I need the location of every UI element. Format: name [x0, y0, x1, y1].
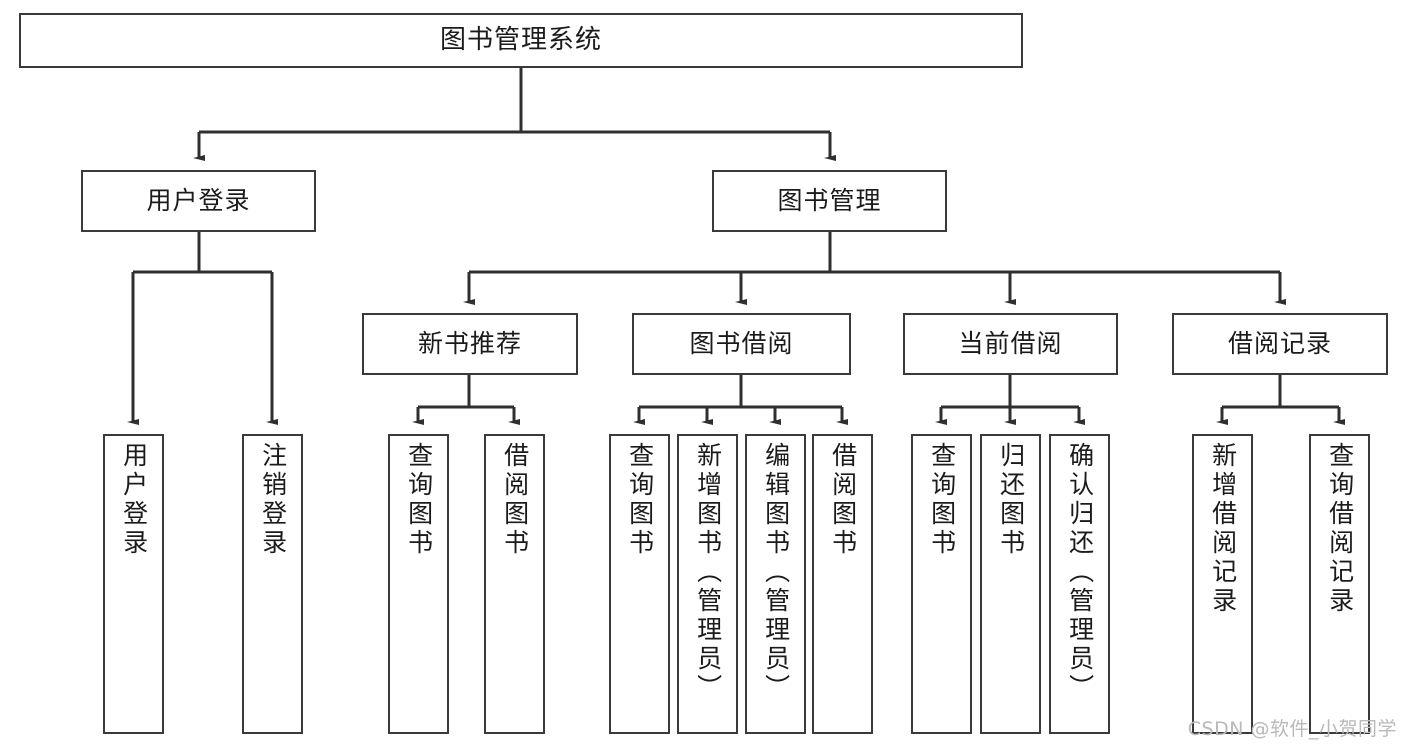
node-book-management[interactable]: 图书管理: [712, 170, 947, 232]
node-leaf-user-login-label: 用户登录: [119, 442, 149, 558]
node-leaf-return-book-label: 归还图书: [996, 442, 1026, 558]
node-leaf-borrow-book-1-label: 借阅图书: [500, 442, 530, 558]
node-leaf-query-book-1-label: 查询图书: [404, 442, 434, 558]
node-book-management-label: 图书管理: [777, 186, 882, 216]
node-leaf-add-book[interactable]: 新增图书（管理员）: [677, 434, 738, 734]
node-leaf-borrow-book-2[interactable]: 借阅图书: [812, 434, 873, 734]
node-leaf-confirm-return[interactable]: 确认归还（管理员）: [1049, 434, 1110, 734]
node-leaf-user-logout[interactable]: 注销登录: [242, 434, 303, 734]
node-book-borrow[interactable]: 图书借阅: [632, 313, 851, 375]
node-borrow-record-label: 借阅记录: [1227, 329, 1332, 359]
node-leaf-return-book[interactable]: 归还图书: [980, 434, 1041, 734]
node-borrow-record[interactable]: 借阅记录: [1172, 313, 1388, 375]
node-new-book-recommend[interactable]: 新书推荐: [362, 313, 578, 375]
node-leaf-borrow-book-2-label: 借阅图书: [828, 442, 858, 558]
node-leaf-add-record-label: 新增借阅记录: [1208, 442, 1238, 616]
node-leaf-query-book-1[interactable]: 查询图书: [388, 434, 449, 734]
node-leaf-add-record[interactable]: 新增借阅记录: [1192, 434, 1253, 734]
node-leaf-edit-book-label: 编辑图书（管理员）: [761, 442, 791, 703]
node-user-login[interactable]: 用户登录: [81, 170, 316, 232]
node-root[interactable]: 图书管理系统: [19, 13, 1023, 68]
node-leaf-add-book-label: 新增图书（管理员）: [693, 442, 723, 703]
node-leaf-edit-book[interactable]: 编辑图书（管理员）: [745, 434, 806, 734]
node-current-borrow-label: 当前借阅: [958, 329, 1063, 359]
node-leaf-query-book-3-label: 查询图书: [927, 442, 957, 558]
node-leaf-query-book-2-label: 查询图书: [625, 442, 655, 558]
watermark: CSDN @软件_小贺同学: [1187, 718, 1397, 740]
node-leaf-user-logout-label: 注销登录: [258, 442, 288, 558]
node-leaf-confirm-return-label: 确认归还（管理员）: [1065, 442, 1095, 703]
node-leaf-query-book-2[interactable]: 查询图书: [609, 434, 670, 734]
node-current-borrow[interactable]: 当前借阅: [903, 313, 1118, 375]
node-leaf-query-record-label: 查询借阅记录: [1325, 442, 1355, 616]
node-leaf-borrow-book-1[interactable]: 借阅图书: [484, 434, 545, 734]
node-user-login-label: 用户登录: [146, 186, 251, 216]
node-leaf-query-book-3[interactable]: 查询图书: [911, 434, 972, 734]
node-new-book-recommend-label: 新书推荐: [417, 329, 522, 359]
node-leaf-query-record[interactable]: 查询借阅记录: [1309, 434, 1370, 734]
node-book-borrow-label: 图书借阅: [689, 329, 794, 359]
node-root-label: 图书管理系统: [439, 25, 602, 56]
node-leaf-user-login[interactable]: 用户登录: [103, 434, 164, 734]
